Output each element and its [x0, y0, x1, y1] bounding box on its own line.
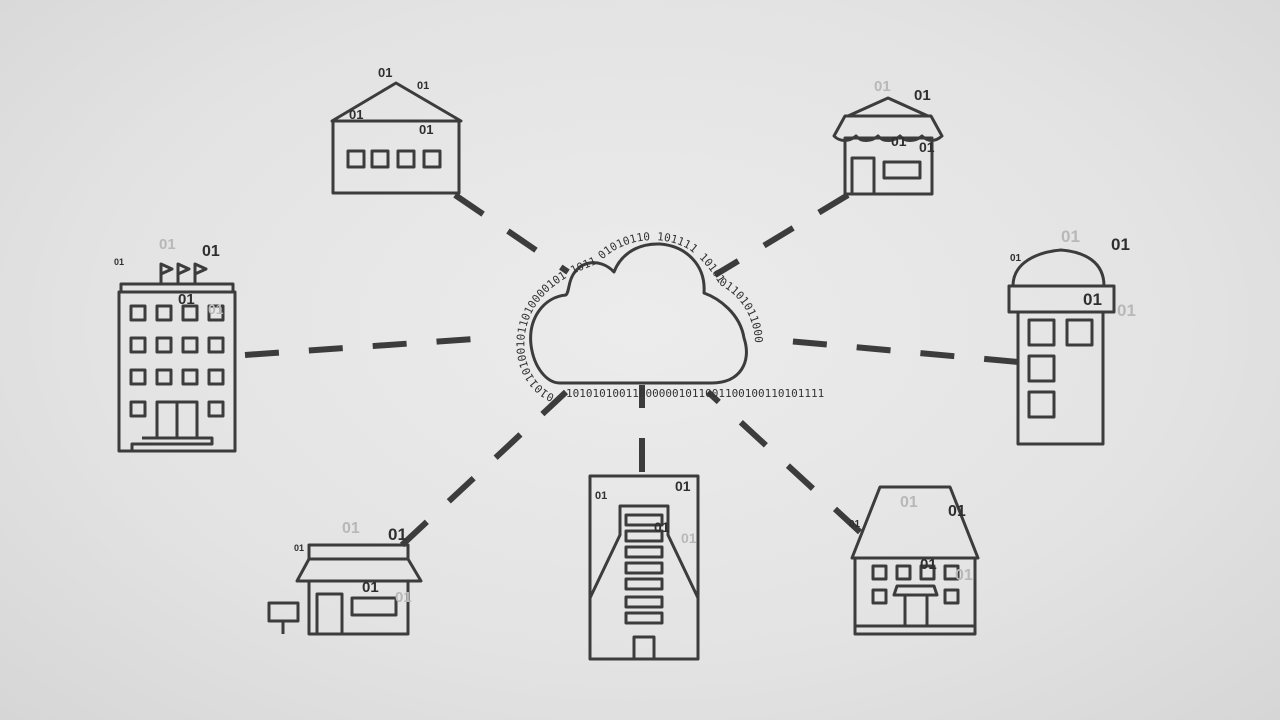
binary-bit: 01: [1010, 253, 1022, 264]
tower-window: [1027, 354, 1056, 383]
binary-bit: 01: [874, 78, 891, 95]
skyscraper-door: [632, 635, 656, 661]
binary-bit: 01: [1111, 235, 1130, 254]
shop-building: [832, 96, 944, 196]
binary-bit: 01: [388, 525, 407, 544]
link-shop: [713, 192, 850, 278]
office-roof-cap: [119, 282, 235, 294]
cottage-building: [850, 485, 980, 636]
tower-body: [1016, 310, 1105, 446]
flag-icon: [193, 262, 208, 284]
house-window: [370, 149, 390, 169]
store-body: [307, 579, 410, 636]
binary-bit: 01: [914, 87, 931, 104]
binary-bit: 01: [1061, 227, 1080, 246]
link-store: [399, 389, 569, 548]
binary-bit: 01: [178, 291, 195, 308]
binary-bit: 01: [417, 80, 429, 92]
skyscraper-building: [588, 474, 700, 661]
house-body: [331, 119, 461, 195]
binary-bit: 01: [900, 494, 918, 511]
tower-window: [1027, 390, 1056, 419]
flag-icon: [159, 262, 174, 284]
cloud-outline: [529, 242, 748, 385]
cloud: 101010100110000001011001100100110101111 …: [514, 230, 824, 404]
link-office: [244, 335, 489, 358]
house-window: [422, 149, 442, 169]
binary-bit: 01: [849, 519, 861, 530]
house-building: [330, 81, 463, 195]
office-steps: [130, 436, 214, 451]
binary-bit: 01: [681, 530, 697, 546]
shop-door: [850, 156, 876, 196]
binary-bit: 01: [654, 519, 670, 535]
shop-window: [882, 160, 922, 180]
binary-bit: 01: [595, 490, 607, 502]
mailbox-icon: [267, 601, 300, 623]
binary-bit: 01: [202, 243, 220, 260]
skyscraper-facade: [588, 504, 700, 599]
link-house: [453, 192, 570, 275]
cloud-binary-arc: 0101101001011010000101 1011 01010110 101…: [514, 230, 765, 404]
binary-bit: 01: [1083, 290, 1102, 309]
binary-bit: 01: [1117, 301, 1136, 320]
binary-bit: 01: [919, 139, 935, 155]
binary-bit: 01: [208, 301, 224, 317]
tower-window: [1027, 318, 1056, 347]
link-tower: [787, 338, 1019, 365]
store-sign-board: [307, 543, 410, 561]
flag-icon: [176, 262, 191, 284]
office-windows: [129, 304, 225, 418]
binary-bit: 01: [948, 503, 966, 520]
binary-bit: 01: [955, 567, 973, 584]
binary-bit: 01: [920, 556, 937, 573]
connections: [244, 192, 1019, 548]
office-building: [117, 262, 237, 453]
binary-bit: 01: [342, 520, 360, 537]
binary-bit: 01: [891, 133, 907, 149]
skyscraper-body: [588, 474, 700, 661]
tower-building: [1007, 248, 1116, 446]
house-window: [346, 149, 366, 169]
store-door: [315, 592, 344, 636]
cloud-binary-bottom: 101010100110000001011001100100110101111: [566, 387, 824, 400]
cottage-base: [853, 624, 977, 636]
tower-dome: [1011, 248, 1106, 287]
binary-bit: 01: [419, 122, 433, 137]
binary-bit: 01: [349, 107, 363, 122]
store-window: [350, 596, 398, 617]
link-cottage: [705, 389, 863, 535]
tower-window: [1065, 318, 1094, 347]
cloud-binary-arc-text: 0101101001011010000101 1011 01010110 101…: [514, 230, 765, 404]
binary-bit: 01: [378, 65, 392, 80]
binary-bit: 01: [362, 579, 379, 596]
binary-bit: 01: [159, 236, 176, 253]
house-window: [396, 149, 416, 169]
binary-bit: 01: [114, 257, 124, 267]
binary-bit: 01: [395, 589, 412, 606]
binary-bit: 01: [675, 478, 691, 494]
cottage-porch: [892, 584, 939, 626]
shop-body: [843, 136, 934, 196]
store-building: [267, 543, 423, 636]
store-awning: [295, 557, 423, 583]
binary-bit: 01: [294, 543, 304, 553]
